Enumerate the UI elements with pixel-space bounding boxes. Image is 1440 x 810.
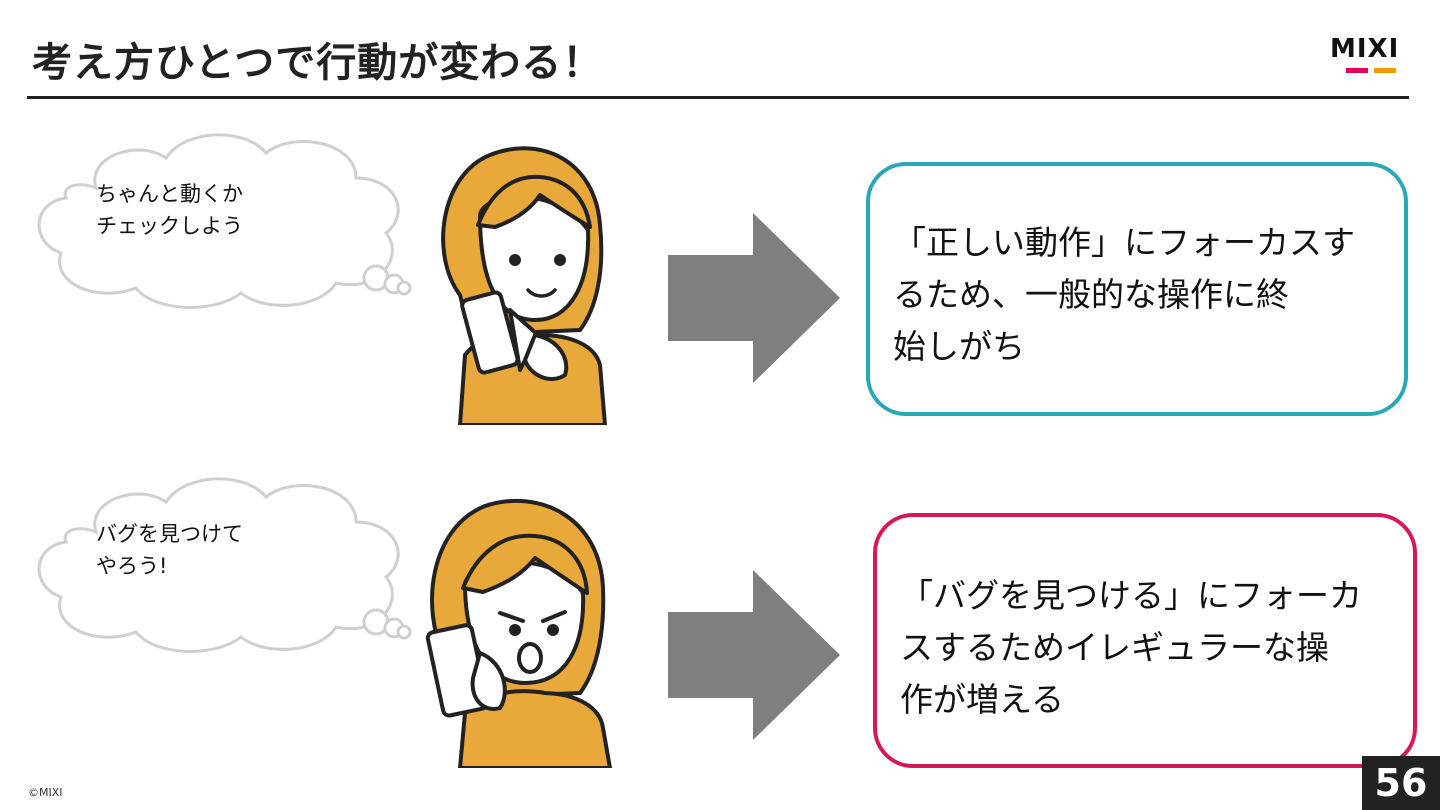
result-text-1c: 始しがち <box>893 327 1025 366</box>
result-text-2c: 作が増える <box>900 680 1065 719</box>
logo-text: MIXI <box>1330 34 1400 64</box>
slide-title: 考え方ひとつで行動が変わる！ <box>32 40 604 86</box>
woman-determined-phone-illustration <box>425 498 612 768</box>
title-divider <box>27 96 1409 99</box>
result-text-2a: 「バグを見つける」にフォーカ <box>900 576 1362 615</box>
right-arrow-icon <box>668 213 840 383</box>
logo-bar-magenta <box>1346 68 1368 73</box>
result-text-2b: スするためイレギュラーな操 <box>900 628 1329 667</box>
thought-text-2a: バグを見つけて <box>96 522 243 546</box>
right-arrow-icon-2 <box>668 570 840 740</box>
thought-text-2b: やろう! <box>96 554 168 578</box>
mixi-logo: MIXI <box>1330 36 1412 76</box>
copyright: ©MIXI <box>28 786 63 799</box>
woman-smiling-phone-illustration <box>441 146 607 425</box>
logo-bar-orange <box>1374 68 1396 73</box>
thought-text-1a: ちゃんと動くか <box>96 182 243 206</box>
result-text-1a: 「正しい動作」にフォーカスす <box>893 223 1355 262</box>
thought-cloud-2 <box>37 477 412 653</box>
page-number: 56 <box>1362 756 1440 810</box>
result-box-bug-finding <box>873 513 1417 768</box>
thought-cloud-1 <box>37 133 412 309</box>
result-text-1b: るため、一般的な操作に終 <box>893 275 1289 314</box>
thought-text-1b: チェックしよう <box>96 214 243 238</box>
result-box-correct-behavior <box>866 162 1408 416</box>
